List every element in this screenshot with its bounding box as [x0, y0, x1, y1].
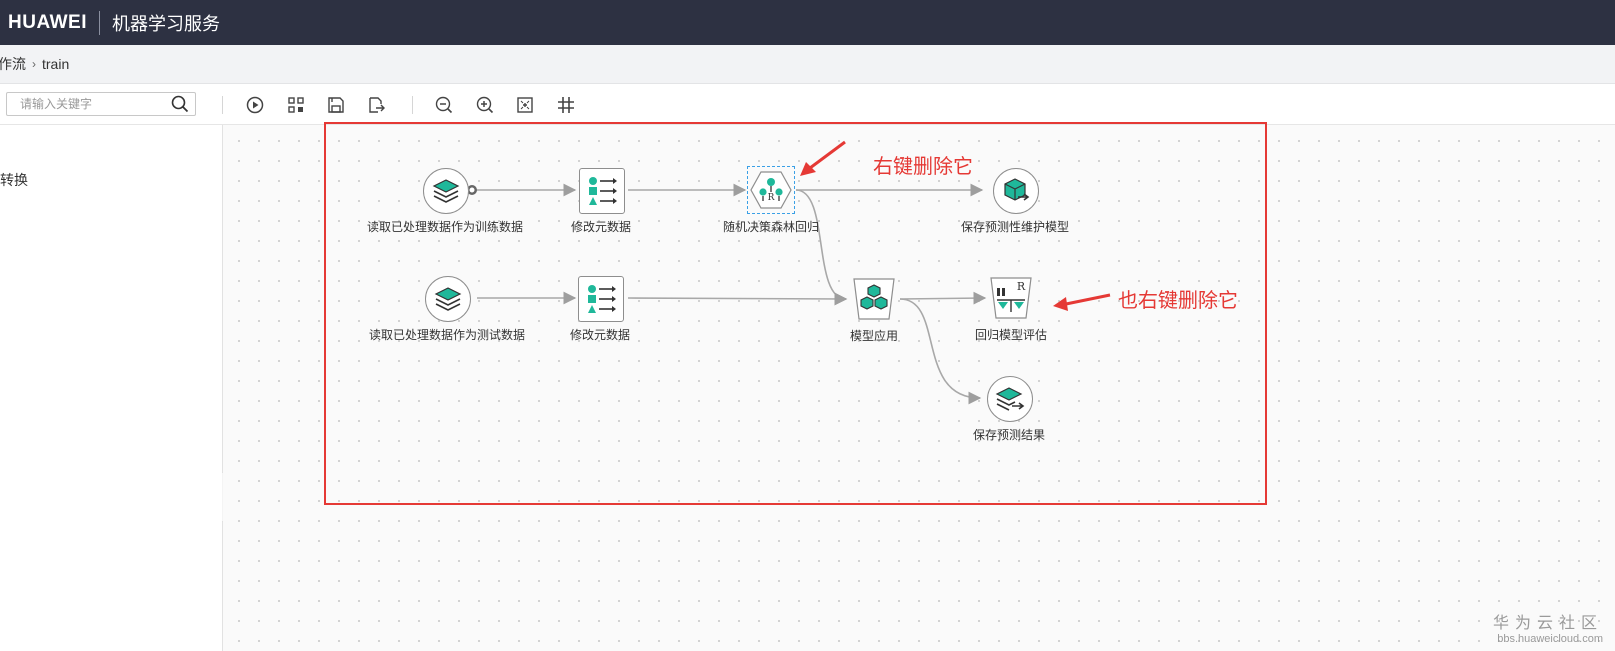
node-save-predictions[interactable]: 保存预测结果	[909, 376, 1109, 446]
save-icon[interactable]	[326, 95, 346, 115]
node-random-forest-regression[interactable]: R 随机决策森林回归	[671, 166, 871, 238]
node-modify-metadata-1[interactable]: 修改元数据	[501, 168, 701, 238]
node-label: 模型应用	[849, 329, 898, 343]
component-sidebar: 转换	[0, 125, 223, 651]
watermark-title: 华为云社区	[1492, 615, 1603, 632]
search-icon[interactable]	[171, 95, 189, 113]
breadcrumb-current: train	[42, 56, 70, 72]
metadata-icon[interactable]	[578, 276, 624, 322]
dataset-icon[interactable]	[425, 276, 471, 322]
huawei-logo: HUAWEI	[8, 11, 87, 33]
toolbar-divider	[412, 96, 413, 114]
regression-evaluation-icon[interactable]: R	[989, 276, 1033, 320]
app-title: 机器学习服务	[112, 13, 220, 34]
node-label: 回归模型评估	[974, 328, 1047, 342]
svg-text:R: R	[768, 193, 775, 203]
node-label: 读取已处理数据作为训练数据	[366, 220, 523, 234]
toolbar-divider	[222, 96, 223, 114]
node-read-test-data[interactable]: 读取已处理数据作为测试数据	[347, 276, 547, 346]
node-label: 修改元数据	[570, 220, 631, 234]
sidebar-item-transform[interactable]: 转换	[0, 172, 28, 188]
top-bar: HUAWEI 机器学习服务	[0, 0, 1615, 45]
node-regression-evaluation[interactable]: R 回归模型评估	[911, 276, 1111, 346]
node-label: 随机决策森林回归	[722, 220, 819, 234]
selection-outline	[747, 166, 795, 214]
layout-icon[interactable]	[286, 95, 306, 115]
annotation-text-1: 右键删除它	[873, 156, 973, 178]
node-label: 读取已处理数据作为测试数据	[368, 328, 525, 342]
node-label: 保存预测结果	[972, 428, 1045, 442]
save-model-icon[interactable]	[993, 168, 1039, 214]
zoom-in-icon[interactable]	[475, 95, 495, 115]
dataset-icon[interactable]	[423, 168, 469, 214]
node-label: 修改元数据	[569, 328, 630, 342]
fit-view-icon[interactable]	[515, 95, 535, 115]
node-read-training-data[interactable]: 读取已处理数据作为训练数据	[345, 168, 545, 238]
svg-text:R: R	[1017, 280, 1026, 293]
metadata-icon[interactable]	[579, 168, 625, 214]
zoom-out-icon[interactable]	[434, 95, 454, 115]
breadcrumb: 作流 › train	[0, 45, 1615, 84]
breadcrumb-parent-link[interactable]: 作流	[0, 56, 26, 72]
node-label: 保存预测性维护模型	[960, 220, 1069, 234]
annotation-text-2: 也右键删除它	[1118, 290, 1238, 312]
node-modify-metadata-2[interactable]: 修改元数据	[500, 276, 700, 346]
node-model-apply[interactable]: 模型应用	[774, 277, 974, 347]
grid-icon[interactable]	[556, 95, 576, 115]
run-icon[interactable]	[245, 95, 265, 115]
random-forest-regression-icon[interactable]: R	[747, 166, 795, 214]
export-icon[interactable]	[366, 95, 386, 115]
node-save-maintenance-model[interactable]: 保存预测性维护模型	[915, 168, 1115, 238]
watermark-url: bbs.huaweicloud.com	[1497, 633, 1603, 645]
search-input[interactable]	[7, 93, 170, 115]
save-results-icon[interactable]	[987, 376, 1033, 422]
model-apply-icon[interactable]	[852, 277, 896, 321]
breadcrumb-chevron-icon: ›	[32, 57, 36, 71]
search-box	[6, 92, 196, 116]
toolbar	[0, 84, 1615, 125]
header-divider	[99, 10, 100, 35]
watermark: 华为云社区 bbs.huaweicloud.com	[1493, 609, 1603, 645]
